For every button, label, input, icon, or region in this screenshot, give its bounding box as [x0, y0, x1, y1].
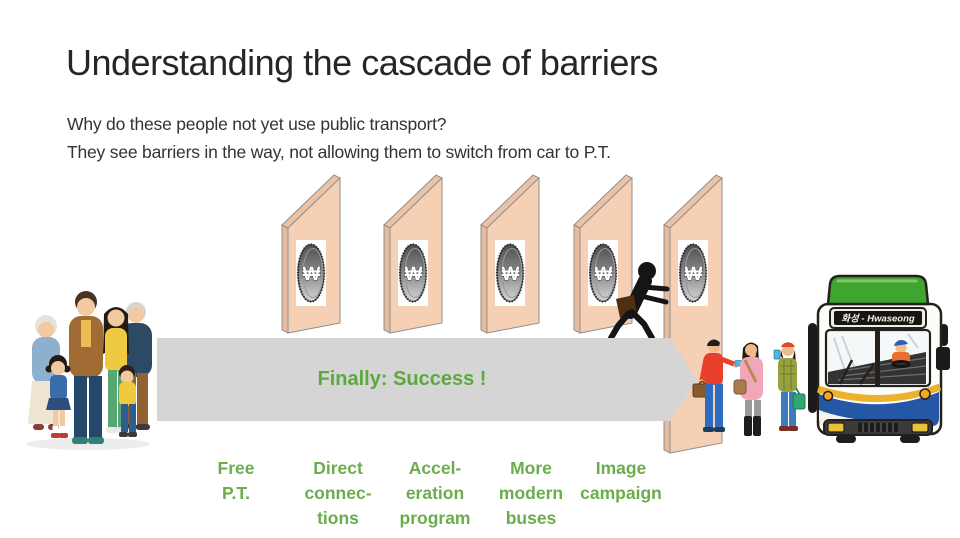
barrier-door-2	[382, 173, 444, 335]
queue-man-red-shirt	[692, 339, 744, 432]
pushing-person-silhouette	[608, 262, 670, 341]
measure-line: campaign	[580, 483, 662, 503]
family-illustration	[26, 291, 152, 450]
won-coin-symbol: ₩	[685, 264, 703, 285]
subtitle-line-2: They see barriers in the way, not allowi…	[67, 142, 611, 162]
passenger-queue-illustration	[692, 339, 806, 436]
page-title: Understanding the cascade of barriers	[66, 42, 658, 83]
measure-line: eration	[405, 483, 465, 503]
father-figure	[69, 291, 104, 444]
measure-line: Image	[595, 458, 647, 478]
measure-line: Free	[217, 458, 255, 478]
beanie-hat	[781, 342, 795, 347]
windshield-wipers	[838, 359, 876, 385]
queue-woman-beanie	[773, 342, 806, 431]
measure-line: buses	[505, 508, 557, 528]
measure-line: connec-	[304, 483, 372, 503]
measure-line: modern	[498, 483, 564, 503]
measure-label-acceleration-program: Accel- eration program	[380, 456, 490, 531]
measure-line: Direct	[313, 458, 363, 478]
subtitle: Why do these people not yet use public t…	[67, 110, 611, 166]
success-arrow: Finally: Success !	[157, 338, 697, 421]
phone	[773, 349, 781, 360]
barrier-door-1	[280, 173, 342, 335]
measure-label-image-campaign: Image campaign	[563, 456, 679, 506]
barrier-door-3	[479, 173, 541, 335]
queue-woman-pink-coat	[733, 342, 763, 436]
bus-left-mirror	[808, 323, 817, 413]
measure-line: P.T.	[222, 483, 250, 503]
success-arrow-label: Finally: Success !	[317, 368, 487, 390]
measure-label-direct-connections: Direct connec- tions	[283, 456, 393, 531]
coin-icon: ₩	[678, 243, 708, 303]
subtitle-line-1: Why do these people not yet use public t…	[67, 114, 447, 134]
daughter-figure	[45, 355, 71, 438]
shoulder-bag	[733, 379, 747, 395]
son-figure	[119, 365, 137, 437]
measure-line: Accel-	[408, 458, 462, 478]
measure-label-free-pt: Free P.T.	[181, 456, 291, 506]
measure-line: More	[510, 458, 552, 478]
bus-driver	[891, 339, 911, 368]
measure-line: program	[399, 508, 471, 528]
bus-destination-sign: 화성 - Hwaseong	[841, 313, 915, 325]
bus-illustration: 화성 - Hwaseong	[808, 274, 950, 443]
measure-line: tions	[317, 508, 359, 528]
measure-label-more-modern-buses: More modern buses	[476, 456, 586, 531]
shopping-bag	[792, 393, 806, 410]
bus-roof	[826, 274, 930, 306]
